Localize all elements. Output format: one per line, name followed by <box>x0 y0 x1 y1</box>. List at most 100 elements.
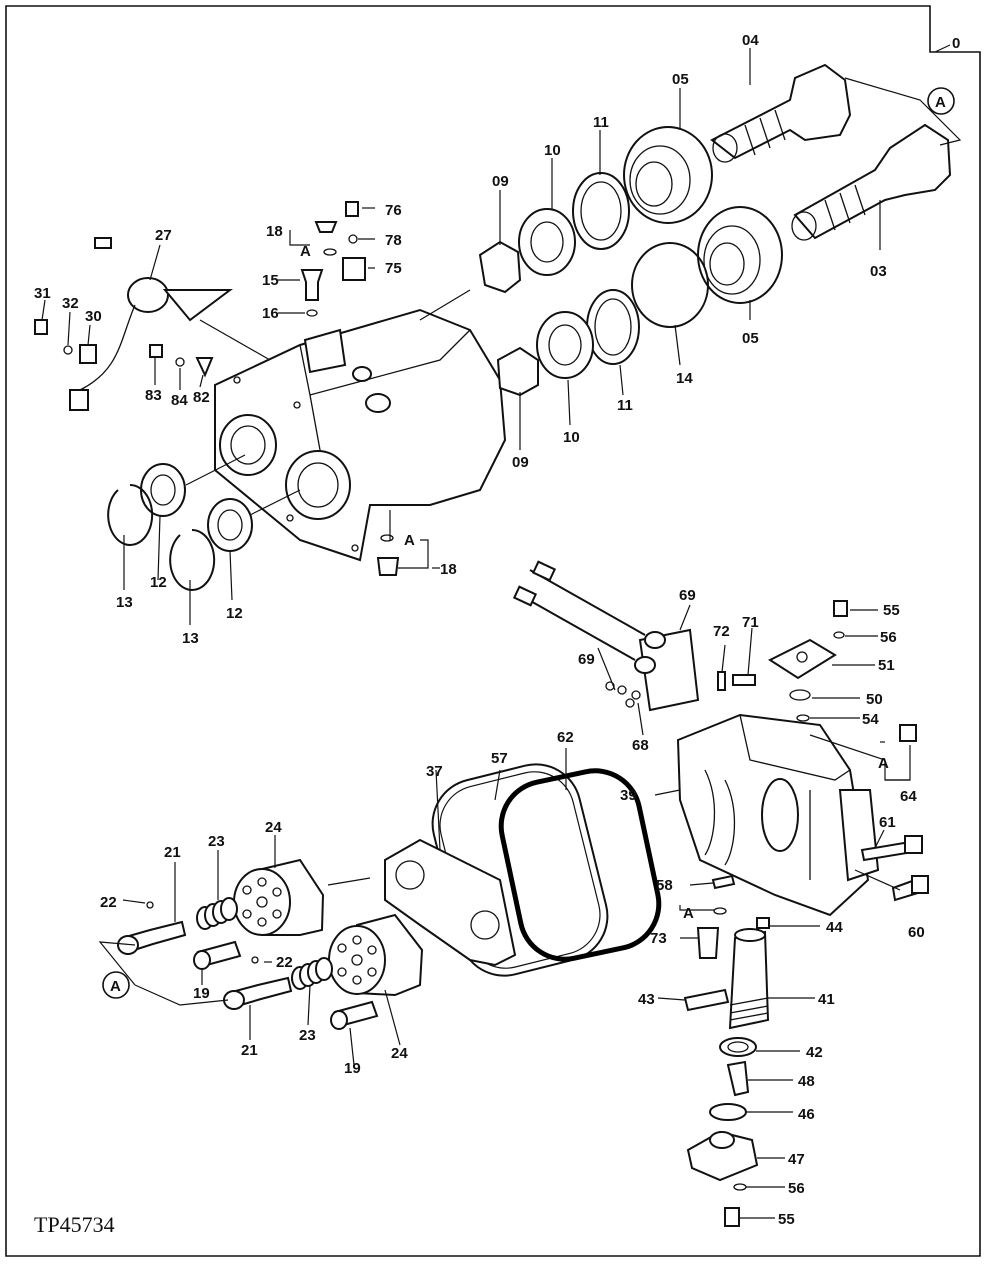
label-62: 62 <box>557 729 574 746</box>
plug-18-bottom <box>376 557 400 576</box>
fitting-75 <box>342 257 366 281</box>
label-18-top: 18 <box>266 223 283 240</box>
label-39: 39 <box>620 787 637 804</box>
label-78: 78 <box>385 232 402 249</box>
svg-text:A: A <box>110 978 121 995</box>
bolt-71 <box>732 674 756 686</box>
label-13-left: 13 <box>116 594 133 611</box>
washer-32 <box>63 345 73 355</box>
label-41: 41 <box>818 991 835 1008</box>
label-16: 16 <box>262 305 279 322</box>
label-10-upper: 10 <box>544 142 561 159</box>
label-10-lower: 10 <box>563 429 580 446</box>
bearing-05-upper <box>623 126 713 224</box>
washer-84 <box>175 357 185 367</box>
washer-56-bottom <box>733 1183 747 1191</box>
label-43: 43 <box>638 991 655 1008</box>
label-76: 76 <box>385 202 402 219</box>
label-11-upper: 11 <box>593 114 609 131</box>
clip-30 <box>79 344 97 364</box>
label-05-lower: 05 <box>742 330 759 347</box>
bearing-10-upper <box>518 208 576 276</box>
snap-ring-13-left <box>107 483 154 546</box>
o-ring-16 <box>306 309 318 317</box>
ball-22-upper <box>146 901 154 909</box>
label-09-upper: 09 <box>492 173 509 190</box>
fitting-73 <box>696 927 720 959</box>
cover-plate-51 <box>767 638 837 680</box>
bolt-31 <box>34 319 48 335</box>
label-61: 61 <box>879 814 896 831</box>
o-ring-50 <box>789 689 811 701</box>
input-shaft-04 <box>710 63 852 163</box>
leader-lines <box>41 48 962 1219</box>
label-55-bottom: 55 <box>778 1211 795 1228</box>
label-14: 14 <box>676 370 693 387</box>
label-72: 72 <box>713 623 730 640</box>
label-15: 15 <box>262 272 279 289</box>
fitting-44 <box>756 917 770 929</box>
nut-09-lower <box>496 346 539 397</box>
bearing-05-lower <box>697 206 783 304</box>
label-82: 82 <box>193 389 210 406</box>
callout-a-upper: A <box>927 87 955 115</box>
label-42: 42 <box>806 1044 823 1061</box>
ring-14 <box>631 242 709 328</box>
label-58: 58 <box>656 877 673 894</box>
label-23-lower: 23 <box>299 1027 316 1044</box>
spring-23-upper <box>196 897 238 930</box>
label-24-upper: 24 <box>265 819 282 836</box>
part-labels: 04 05 03 05 11 10 09 14 11 10 09 27 18 7… <box>34 32 925 1228</box>
bolt-83 <box>149 344 163 358</box>
label-22-lower: 22 <box>276 954 293 971</box>
frame-label: 0 <box>952 35 960 52</box>
label-64: 64 <box>900 788 917 805</box>
label-68: 68 <box>632 737 649 754</box>
nut-09-upper <box>478 240 522 294</box>
bolt-55-top <box>833 600 848 617</box>
label-47: 47 <box>788 1151 805 1168</box>
label-19-lower: 19 <box>344 1060 361 1077</box>
cylinder-block-24-lower <box>328 913 424 997</box>
label-84: 84 <box>171 392 188 409</box>
group-marker-64: A <box>878 755 889 772</box>
group-marker-18-top: A <box>300 243 311 260</box>
bearing-10-lower <box>536 311 594 379</box>
washer-56-top <box>833 631 845 639</box>
snap-ring-13-right <box>169 528 216 591</box>
pump-housing <box>214 308 507 562</box>
label-71: 71 <box>742 614 759 631</box>
bolt-55-bottom <box>724 1207 740 1227</box>
input-shaft-03 <box>791 123 952 241</box>
frame-label-leader <box>934 44 951 53</box>
label-13-right: 13 <box>182 630 199 647</box>
ball-22-lower <box>251 956 259 964</box>
label-48: 48 <box>798 1073 815 1090</box>
label-24-lower: 24 <box>391 1045 408 1062</box>
page-frame <box>5 5 981 1257</box>
label-21-upper: 21 <box>164 844 181 861</box>
reference-code: TP45734 <box>34 1212 115 1237</box>
label-27: 27 <box>155 227 172 244</box>
control-cover-39 <box>676 713 880 917</box>
label-75: 75 <box>385 260 402 277</box>
label-46: 46 <box>798 1106 815 1123</box>
label-69-top: 69 <box>679 587 696 604</box>
pin-48 <box>726 1060 750 1097</box>
ring-42 <box>719 1037 757 1057</box>
label-12-right: 12 <box>226 605 243 622</box>
label-11-lower: 11 <box>617 397 633 414</box>
plug-18-top <box>314 221 338 233</box>
seal-12-left <box>140 463 186 517</box>
plug-15 <box>300 269 324 301</box>
washer-78 <box>348 234 358 244</box>
cylinder-block-24-upper <box>233 858 325 936</box>
label-22-upper: 22 <box>100 894 117 911</box>
label-56-bottom: 56 <box>788 1180 805 1197</box>
bracket-82 <box>195 357 214 378</box>
control-valve-69 <box>512 560 700 712</box>
group-marker-18-bottom: A <box>404 532 415 549</box>
label-60: 60 <box>908 924 925 941</box>
label-30: 30 <box>85 308 102 325</box>
